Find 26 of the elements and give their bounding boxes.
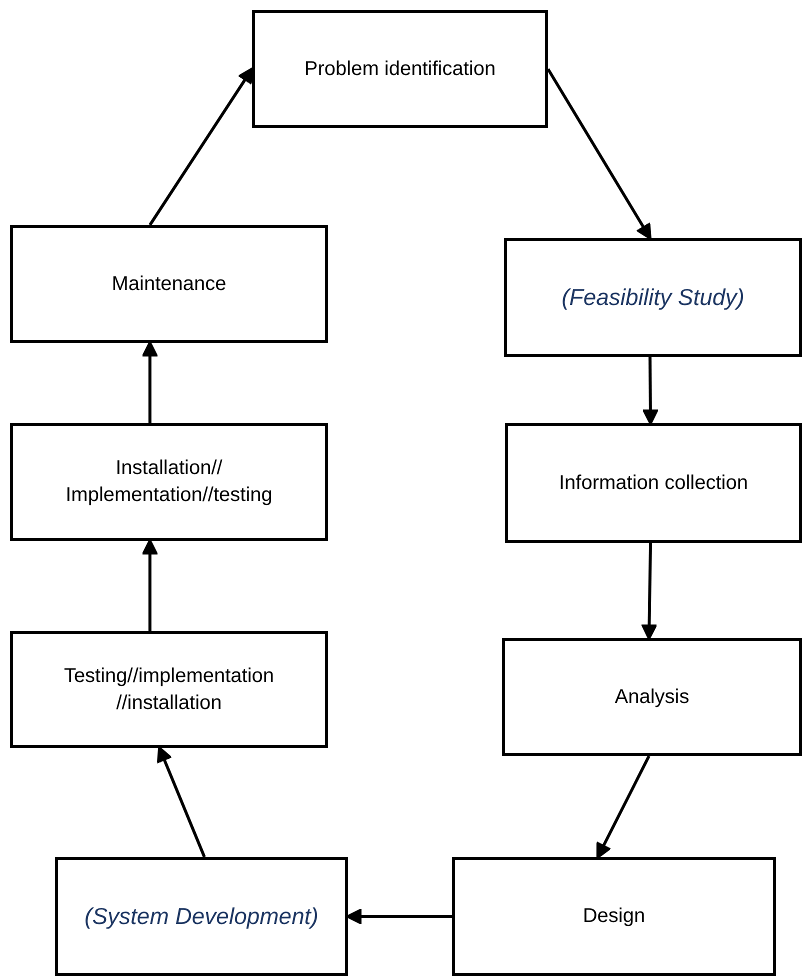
box-label: Analysis [614,684,690,710]
process-box [504,238,802,357]
box-label: (Feasibility Study) [560,282,746,312]
process-box [502,638,802,756]
process-box [10,631,328,748]
arrow [148,67,254,226]
box-label: Maintenance [110,272,228,296]
process-box [10,423,328,541]
arrow [142,538,158,631]
box-label: Information collection [558,470,749,496]
process-box [10,225,328,343]
box-label: Testing//implementation //installation [62,664,276,716]
arrow [546,68,652,240]
arrow [156,746,206,858]
process-box [452,857,776,976]
box-label: Problem identification [303,56,497,82]
arrow [642,356,659,426]
arrow [596,755,650,860]
process-box [55,857,348,976]
box-label: Design [582,904,646,929]
process-box [505,423,802,543]
process-box [252,10,548,128]
arrow [640,542,658,640]
box-label: (System Development) [84,902,320,931]
arrow [142,340,158,423]
box-label: Installation// Implementation//testing [64,456,274,508]
